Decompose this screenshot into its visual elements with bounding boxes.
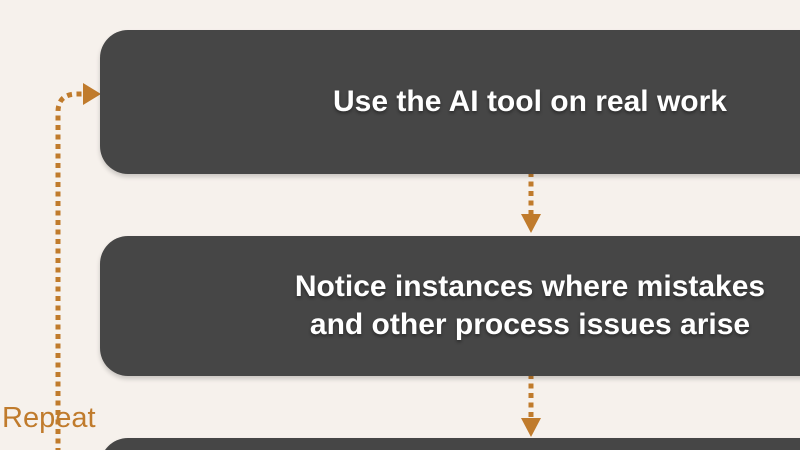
arrowhead-down-icon xyxy=(521,214,541,233)
flow-step-1-line-1: Use the AI tool on real work xyxy=(333,85,727,118)
flow-step-2-box: Notice instances where mistakes and othe… xyxy=(100,236,800,376)
arrowhead-right-icon xyxy=(83,83,101,105)
flow-step-2-line-1: Notice instances where mistakes xyxy=(294,270,766,303)
flow-step-2-line-2: and other process issues arise xyxy=(309,308,751,341)
flow-step-1-label: Use the AI tool on real work xyxy=(333,83,727,121)
flow-step-3-box xyxy=(100,438,800,450)
arrow-step2-to-step3 xyxy=(521,374,541,437)
arrowhead-down-icon xyxy=(521,418,541,437)
repeat-loop-line xyxy=(55,91,83,450)
repeat-label: Repeat xyxy=(2,402,96,434)
flow-step-1-box: Use the AI tool on real work xyxy=(100,30,800,174)
repeat-loop-arrow xyxy=(55,83,101,450)
flow-step-2-label: Notice instances where mistakes and othe… xyxy=(295,268,765,344)
arrow-step1-to-step2 xyxy=(521,172,541,233)
